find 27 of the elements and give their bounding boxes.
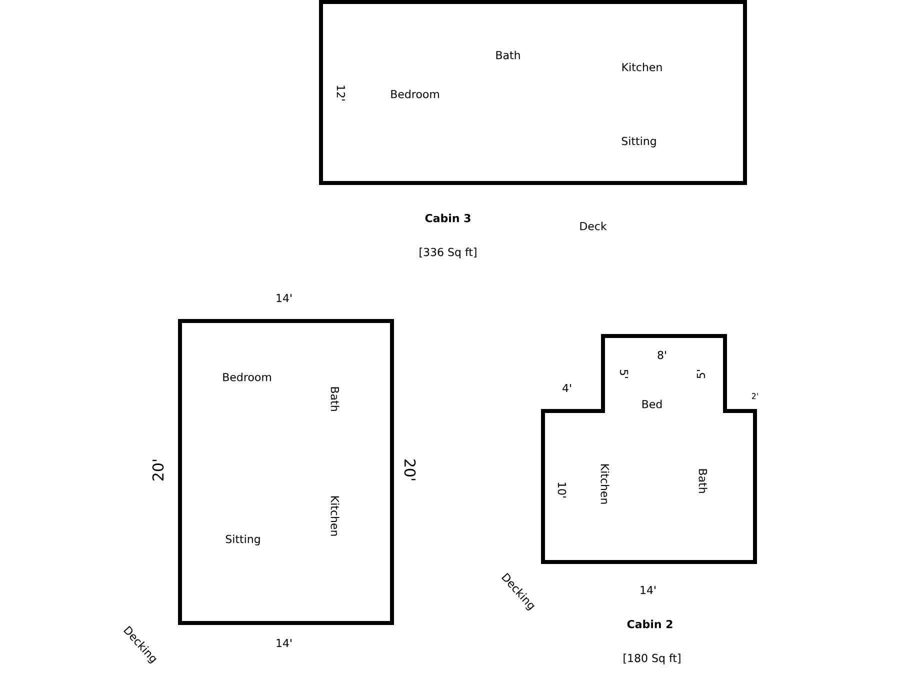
room-label: Bath — [496, 50, 520, 60]
dimension-label: 14' — [640, 586, 656, 594]
deck-label: Deck — [580, 222, 607, 230]
room-label: Bedroom — [223, 372, 271, 382]
room-label: Bath — [698, 469, 708, 493]
room-label: Kitchen — [622, 62, 662, 72]
room-label: Bath — [330, 387, 340, 411]
dimension-label: 14' — [276, 639, 292, 648]
room-label: Kitchen — [330, 496, 340, 536]
room-label: Bed — [642, 400, 662, 408]
dimension-label: 2' — [752, 393, 758, 399]
room-label: Sitting — [622, 136, 656, 148]
dimension-label: 20' — [152, 460, 164, 481]
dimension-label: 5' — [620, 370, 628, 378]
dimension-label: 5' — [696, 370, 706, 378]
dimension-label: 12' — [336, 86, 346, 100]
room-label: Kitchen — [600, 464, 610, 504]
room-label: Sitting — [226, 534, 260, 546]
cabin-title: Cabin 3 — [425, 214, 470, 222]
dimension-label: 4' — [562, 384, 571, 392]
room-label: Bedroom — [391, 90, 439, 98]
dimension-label: 8' — [658, 350, 666, 360]
dimension-label: 10' — [558, 482, 566, 498]
area-label: [180 Sq ft] — [624, 654, 680, 664]
dimension-label: 14' — [276, 294, 292, 302]
area-label: [336 Sq ft] — [420, 248, 476, 258]
cabin-title: Cabin 2 — [627, 620, 672, 628]
